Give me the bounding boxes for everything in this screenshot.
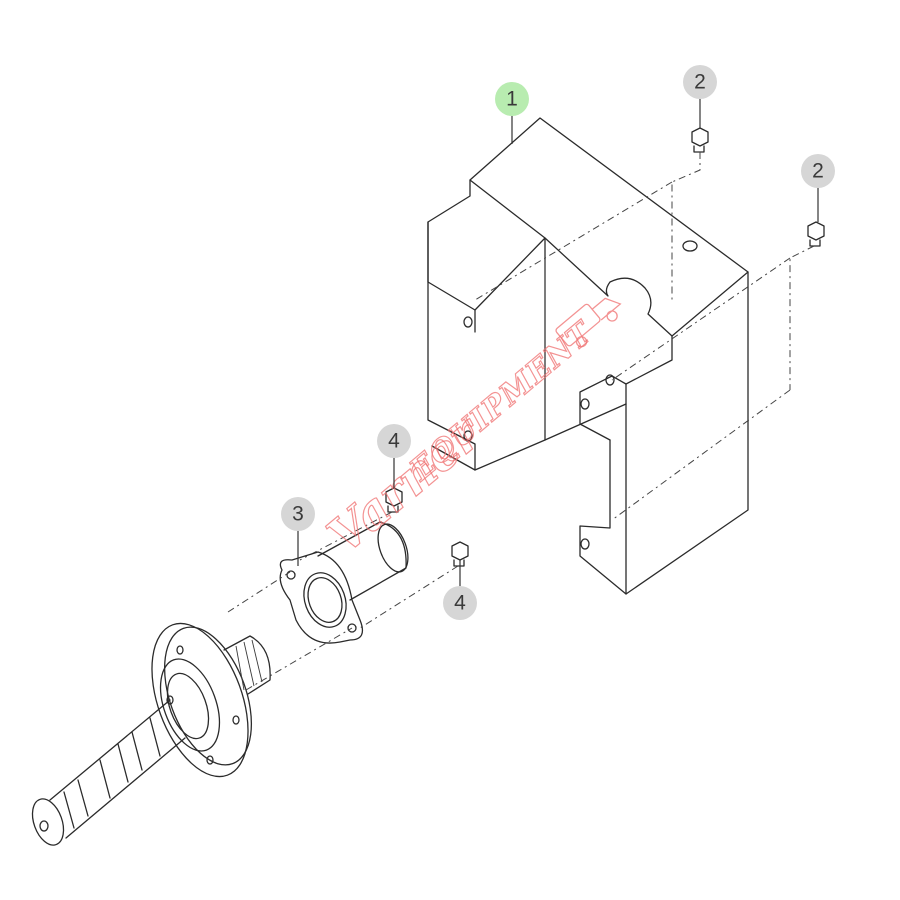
bolt-4-low[interactable] xyxy=(359,541,469,629)
callout-4-mid-label: 4 xyxy=(388,430,400,453)
callout-4-low: 4 xyxy=(443,560,477,620)
callout-3: 3 xyxy=(281,497,315,566)
watermark-truck-logo xyxy=(555,297,622,348)
callout-2-right: 2 xyxy=(801,154,835,222)
flange-part[interactable] xyxy=(279,520,414,644)
callout-2-top-label: 2 xyxy=(694,71,706,94)
callout-1: 1 xyxy=(495,82,529,144)
watermark: Varner EQUIPMENT xyxy=(317,297,622,565)
callout-4-mid: 4 xyxy=(377,424,411,488)
bolt-2-right[interactable] xyxy=(611,221,825,521)
callout-2-top: 2 xyxy=(683,65,717,128)
bolt-2-top[interactable] xyxy=(474,127,709,301)
watermark-block: EQUIPMENT xyxy=(403,314,601,488)
callout-1-label: 1 xyxy=(506,88,518,111)
callout-3-label: 3 xyxy=(292,503,304,526)
callout-4-low-label: 4 xyxy=(454,592,466,615)
cover-part[interactable] xyxy=(427,117,749,595)
shaft-assembly[interactable] xyxy=(27,571,353,849)
callout-2-right-label: 2 xyxy=(812,160,824,183)
